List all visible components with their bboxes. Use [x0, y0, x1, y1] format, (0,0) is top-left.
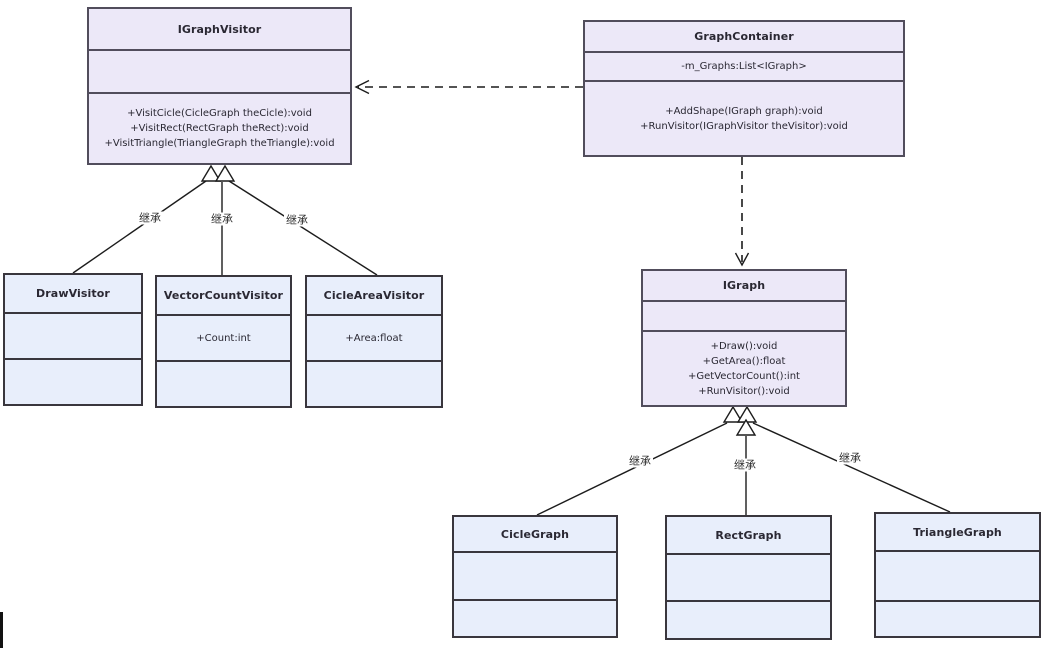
class-attributes: [876, 550, 1039, 600]
class-methods: [667, 600, 830, 638]
class-vectorcountvisitor[interactable]: VectorCountVisitor +Count:int: [155, 275, 292, 408]
dependency-edge-graphcontainer-igraph[interactable]: [734, 157, 750, 267]
class-title: VectorCountVisitor: [163, 289, 284, 302]
class-title: IGraph: [722, 279, 766, 292]
inheritance-edge-label[interactable]: 继承: [732, 458, 758, 472]
class-cicleareavisitor[interactable]: CicleAreaVisitor +Area:float: [305, 275, 443, 408]
inheritance-edge-label[interactable]: 继承: [284, 213, 310, 227]
inheritance-edge-label[interactable]: 继承: [209, 212, 235, 226]
class-title: CicleGraph: [500, 527, 570, 541]
inheritance-edge-label[interactable]: 继承: [837, 451, 863, 465]
method: +RunVisitor(IGraphVisitor theVisitor):vo…: [640, 120, 848, 132]
class-title: CicleAreaVisitor: [323, 289, 425, 302]
class-methods: [5, 358, 141, 404]
class-title: GraphContainer: [694, 30, 794, 43]
class-title: IGraphVisitor: [177, 22, 262, 36]
class-rectgraph[interactable]: RectGraph: [665, 515, 832, 640]
inheritance-edge-label[interactable]: 继承: [137, 211, 163, 225]
class-methods: [876, 600, 1039, 636]
open-arrowhead-icon: [734, 252, 750, 267]
class-methods: [307, 360, 441, 406]
text-caret-bar: [0, 612, 3, 648]
class-attributes: +Count:int: [157, 314, 290, 360]
class-methods: +AddShape(IGraph graph):void +RunVisitor…: [585, 80, 903, 155]
hollow-triangle-arrowhead-icon: [214, 164, 236, 182]
attribute: -m_Graphs:List<IGraph>: [681, 61, 807, 72]
class-graphcontainer[interactable]: GraphContainer -m_Graphs:List<IGraph> +A…: [583, 20, 905, 157]
method: +GetVectorCount():int: [688, 370, 800, 382]
attribute: +Area:float: [345, 332, 403, 344]
hollow-triangle-arrowhead-icon: [722, 405, 744, 423]
class-attributes: [5, 312, 141, 358]
method: +GetArea():float: [702, 355, 786, 367]
open-arrowhead-icon: [354, 79, 370, 95]
method: +VisitTriangle(TriangleGraph theTriangle…: [104, 138, 335, 149]
class-methods: +VisitCicle(CicleGraph theCicle):void +V…: [89, 92, 350, 163]
class-attributes: [667, 553, 830, 600]
class-attributes: -m_Graphs:List<IGraph>: [585, 51, 903, 80]
attribute: +Count:int: [196, 332, 251, 344]
class-attributes: +Area:float: [307, 314, 441, 360]
class-methods: [157, 360, 290, 406]
method: +RunVisitor():void: [698, 385, 790, 397]
class-title: DrawVisitor: [36, 287, 110, 300]
method: +AddShape(IGraph graph):void: [665, 105, 823, 117]
class-title: TriangleGraph: [913, 525, 1002, 539]
inheritance-edge-drawvisitor-igraphvisitor[interactable]: [72, 180, 207, 274]
class-drawvisitor[interactable]: DrawVisitor: [3, 273, 143, 406]
class-title: RectGraph: [715, 528, 782, 542]
inheritance-edge-trianglegraph-igraph[interactable]: [752, 422, 951, 513]
class-methods: [454, 599, 616, 636]
class-methods: +Draw():void +GetArea():float +GetVector…: [643, 330, 845, 405]
class-trianglegraph[interactable]: TriangleGraph: [874, 512, 1041, 638]
method: +VisitCicle(CicleGraph theCicle):void: [127, 108, 312, 119]
class-igraphvisitor[interactable]: IGraphVisitor +VisitCicle(CicleGraph the…: [87, 7, 352, 165]
dependency-edge-graphcontainer-igraphvisitor[interactable]: [354, 79, 583, 95]
hollow-triangle-arrowhead-icon: [200, 164, 222, 182]
class-attributes: [643, 300, 845, 330]
inheritance-edge-cicleareavisitor-igraphvisitor[interactable]: [228, 180, 378, 276]
method: +Draw():void: [710, 340, 778, 352]
class-attributes: [454, 551, 616, 599]
hollow-triangle-arrowhead-icon: [735, 418, 757, 436]
class-ciclegraph[interactable]: CicleGraph: [452, 515, 618, 638]
inheritance-edge-label[interactable]: 继承: [627, 454, 653, 468]
inheritance-edge-ciclegraph-igraph[interactable]: [536, 422, 728, 516]
method: +VisitRect(RectGraph theRect):void: [130, 123, 309, 134]
class-igraph[interactable]: IGraph +Draw():void +GetArea():float +Ge…: [641, 269, 847, 407]
hollow-triangle-arrowhead-icon: [736, 405, 758, 423]
class-attributes: [89, 49, 350, 92]
